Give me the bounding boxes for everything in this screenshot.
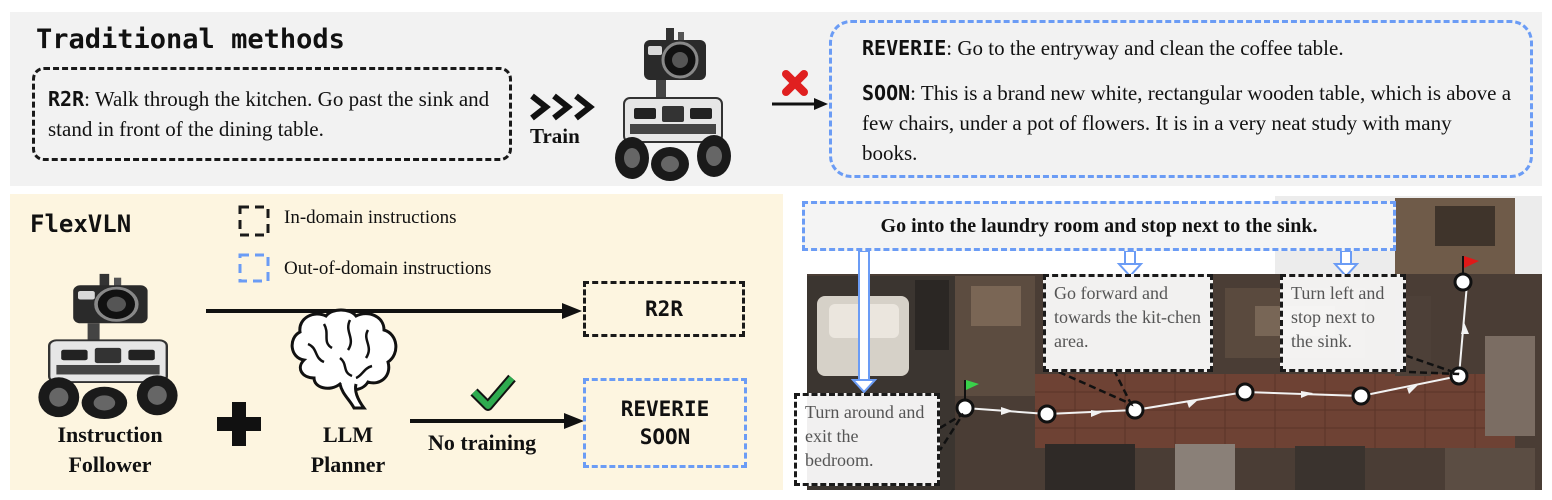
r2r-keyword: R2R: [48, 87, 85, 111]
legend-out-domain-label: Out-of-domain instructions: [284, 258, 492, 279]
legend-out-domain-swatch: [238, 253, 270, 283]
follower-to-r2r-arrow: [206, 303, 582, 319]
no-training-label: No training: [428, 430, 537, 455]
planner-to-ood-arrow: [410, 374, 584, 429]
reverie-instruction-text: REVERIE: Go to the entryway and clean th…: [862, 36, 1344, 61]
r2r-instruction: : Walk through the kitchen. Go past the …: [48, 87, 490, 141]
instruction-follower-label: Instruction Follower: [57, 422, 163, 477]
r2r-instruction-box: [32, 67, 512, 161]
soon-instruction-text: SOON: This is a brand new white, rectang…: [862, 78, 1512, 168]
reverie-keyword: REVERIE: [862, 36, 947, 60]
train-label: Train: [530, 124, 580, 148]
r2r-target-box: R2R: [583, 281, 745, 337]
reverie-target-label: REVERIE: [620, 397, 710, 421]
plus-icon: [217, 402, 261, 446]
cross-icon: [782, 70, 808, 96]
traditional-methods-title: Traditional methods: [36, 24, 345, 55]
llm-planner-label: LLM Planner: [310, 422, 386, 477]
r2r-instruction-text: R2R: Walk through the kitchen. Go past t…: [48, 84, 508, 144]
ood-target-box: REVERIE SOON: [583, 378, 747, 468]
robot-icon: [38, 273, 178, 420]
waypoint-icon: [955, 272, 1473, 424]
soon-target-label: SOON: [639, 425, 691, 449]
subgoal-3-box: Turn left and stop next to the sink.: [1280, 274, 1406, 372]
flag-icon: [1462, 256, 1479, 274]
flexvln-title: FlexVLN: [30, 210, 132, 238]
legend-in-domain-label: In-domain instructions: [284, 207, 457, 228]
brain-icon: [290, 308, 398, 410]
fail-arrow: [772, 70, 828, 110]
chevrons-icon: [530, 93, 595, 121]
subgoal-1-box: Turn around and exit the bedroom.: [794, 393, 940, 486]
ood-instruction-box: [829, 20, 1533, 178]
soon-instruction: : This is a brand new white, rectangular…: [862, 81, 1512, 165]
traditional-methods-panel: [10, 12, 1542, 186]
robot-icon: [615, 28, 731, 181]
map-instruction-box: Go into the laundry room and stop next t…: [802, 201, 1396, 251]
soon-keyword: SOON: [862, 81, 911, 105]
reverie-instruction: : Go to the entryway and clean the coffe…: [946, 36, 1344, 60]
legend-in-domain-swatch: [238, 205, 270, 237]
legend-swatches: [238, 205, 270, 283]
subgoal-2-box: Go forward and towards the kit-chen area…: [1043, 274, 1213, 372]
flag-icon: [964, 380, 979, 400]
